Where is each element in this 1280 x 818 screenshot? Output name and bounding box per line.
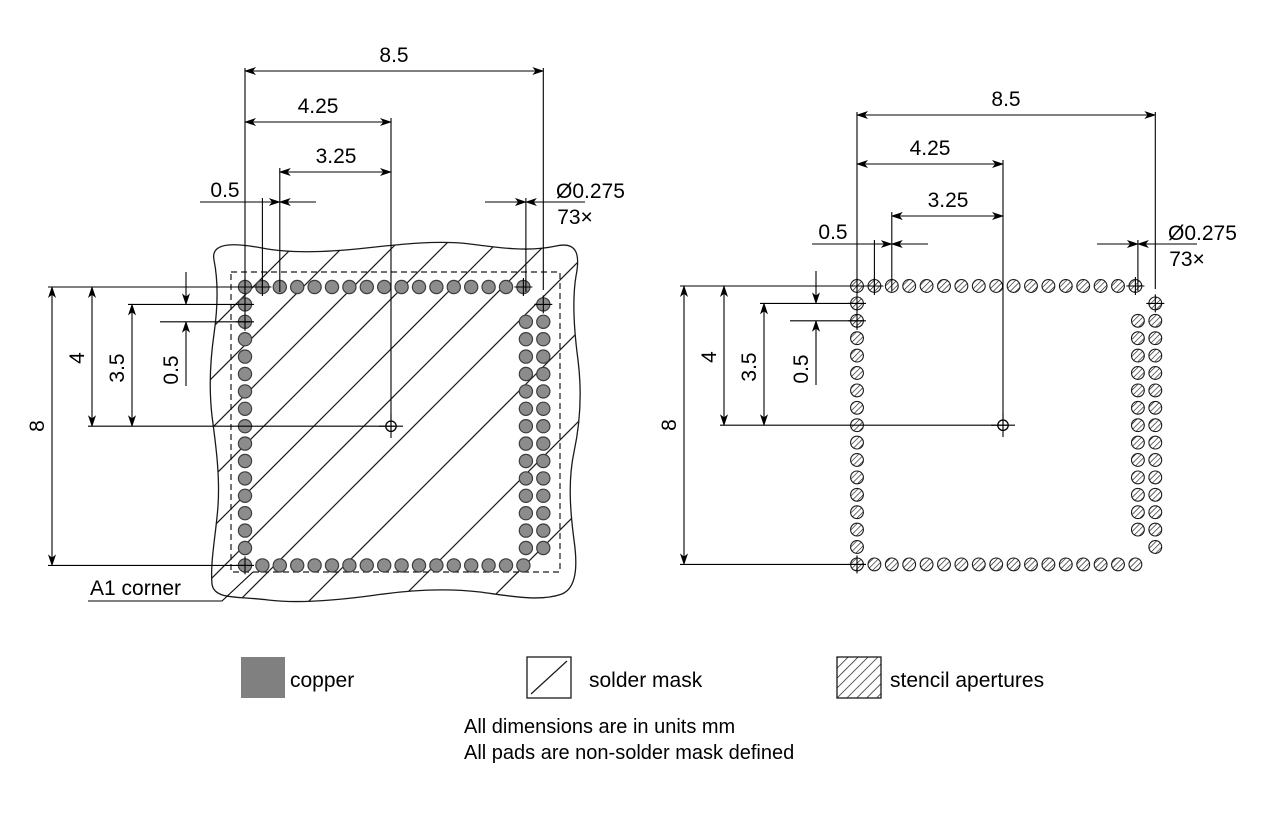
dim-0-5-top-left: 0.5 bbox=[210, 179, 239, 202]
dim-4-25-right: 4.25 bbox=[910, 137, 951, 160]
legend-label-copper: copper bbox=[290, 669, 354, 692]
stencil-aperture-array bbox=[850, 279, 1163, 572]
dim-8-right: 8 bbox=[658, 419, 681, 431]
vertical-dimensions-left: 8 4 3.5 0.5 bbox=[26, 272, 395, 567]
copper-pad-array bbox=[237, 279, 551, 573]
pad-count-label-right: 73× bbox=[1169, 248, 1205, 271]
legend-item-stencil: stencil apertures bbox=[836, 656, 1044, 699]
dim-8-5-top-left: 8.5 bbox=[379, 44, 408, 67]
a1-corner-callout: A1 corner bbox=[88, 571, 254, 602]
note-units: All dimensions are in units mm bbox=[464, 716, 735, 738]
pad-count-label-left: 73× bbox=[557, 206, 593, 229]
legend-label-stencil: stencil apertures bbox=[890, 669, 1044, 692]
dim-3-5-right: 3.5 bbox=[738, 352, 761, 381]
legend: copper solder mask stencil apertures bbox=[241, 656, 1044, 699]
dim-8-5-right: 8.5 bbox=[991, 88, 1020, 111]
stencil-view: 8.5 4.25 3.25 0.5 Ø0.275 73× 8 bbox=[658, 88, 1237, 574]
dim-4-25-left: 4.25 bbox=[298, 95, 339, 118]
solder-mask-hatch bbox=[210, 242, 581, 602]
vertical-dimensions-right: 8 4 3.5 0.5 bbox=[658, 271, 1007, 566]
dim-3-25-left: 3.25 bbox=[316, 145, 357, 168]
dim-0-5-vert-left: 0.5 bbox=[160, 355, 183, 384]
dim-3-25-right: 3.25 bbox=[928, 189, 969, 212]
dim-0-5-top-right: 0.5 bbox=[818, 221, 847, 244]
legend-item-solder-mask: solder mask bbox=[526, 656, 703, 699]
dim-0-5-vert-right: 0.5 bbox=[790, 354, 813, 383]
legend-item-copper: copper bbox=[241, 657, 354, 698]
dim-8-left: 8 bbox=[26, 420, 49, 432]
horizontal-dimensions-left: 8.5 4.25 3.25 0.5 Ø0.275 73× bbox=[200, 44, 625, 430]
horizontal-dimensions-right: 8.5 4.25 3.25 0.5 Ø0.275 73× bbox=[812, 88, 1237, 429]
pad-diameter-label-right: Ø0.275 bbox=[1168, 222, 1237, 245]
copper-view: 8.5 4.25 3.25 0.5 Ø0.275 73× bbox=[26, 44, 625, 603]
dim-3-5-left: 3.5 bbox=[106, 353, 129, 382]
a1-corner-label: A1 corner bbox=[90, 577, 181, 600]
copper-swatch bbox=[241, 657, 285, 698]
notes-block: All dimensions are in units mm All pads … bbox=[464, 716, 794, 764]
mask-opening-rect bbox=[230, 271, 561, 573]
pad-diameter-label-left: Ø0.275 bbox=[556, 180, 625, 203]
note-nsmd: All pads are non-solder mask defined bbox=[464, 742, 794, 764]
stencil-swatch bbox=[836, 656, 882, 699]
dim-4-left: 4 bbox=[66, 352, 89, 364]
dim-4-right: 4 bbox=[698, 351, 721, 363]
legend-label-solder-mask: solder mask bbox=[589, 669, 703, 692]
